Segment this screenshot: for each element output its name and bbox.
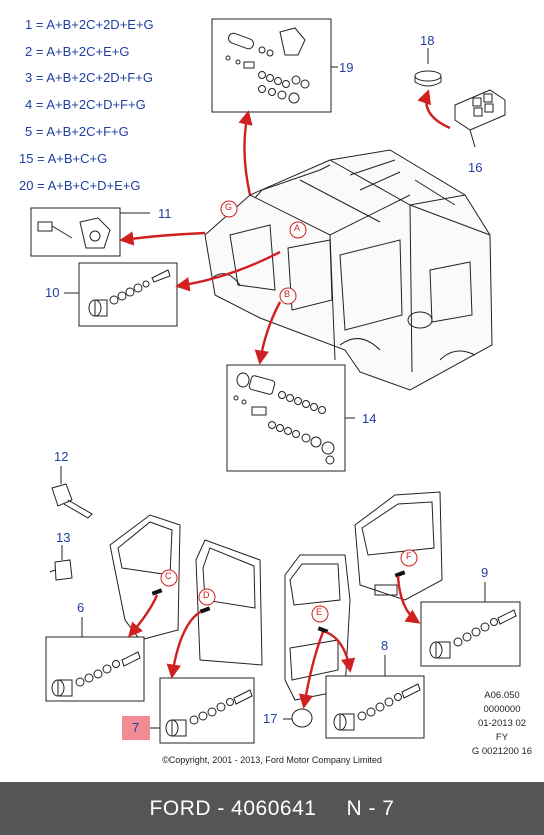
callout-7: 7 bbox=[132, 720, 140, 735]
callout-12: 12 bbox=[54, 449, 69, 464]
legend-row-4: 4 = A+B+2C+D+F+G bbox=[25, 97, 146, 112]
cap-17 bbox=[283, 708, 313, 728]
ref-line-3: 01-2013 02 bbox=[477, 718, 527, 729]
kit-7-box bbox=[150, 677, 255, 744]
kit-11-box bbox=[30, 207, 150, 257]
legend-row-15: 15 = A+B+C+G bbox=[19, 151, 108, 166]
ref-line-1: A06.050 bbox=[484, 690, 520, 701]
legend-formula: A+B+2C+F+G bbox=[46, 124, 129, 139]
ref-line-2: 0000000 bbox=[483, 704, 521, 715]
kit-6-box bbox=[45, 617, 145, 702]
legend-row-1: 1 = A+B+2C+2D+E+G bbox=[25, 17, 154, 32]
ref-line-5: G 0021200 16 bbox=[471, 746, 533, 757]
legend-row-5: 5 = A+B+2C+F+G bbox=[25, 124, 129, 139]
callout-16: 16 bbox=[468, 160, 483, 175]
legend-row-2: 2 = A+B+2C+E+G bbox=[25, 44, 130, 59]
van-illustration bbox=[204, 149, 493, 391]
kit-14-box bbox=[226, 364, 355, 472]
ref-line-4: FY bbox=[495, 732, 509, 743]
marker-g: G bbox=[225, 202, 233, 212]
door-panels bbox=[109, 491, 443, 701]
location-markers-doors bbox=[160, 549, 418, 623]
callout-14: 14 bbox=[362, 411, 377, 426]
marker-f: F bbox=[406, 551, 412, 561]
marker-a: A bbox=[294, 223, 301, 233]
marker-c: C bbox=[165, 571, 172, 581]
marker-e: E bbox=[316, 607, 323, 617]
marker-b: B bbox=[284, 289, 291, 299]
legend-key: 1 bbox=[25, 17, 33, 32]
red-arrows bbox=[119, 89, 451, 709]
legend-key: 20 bbox=[19, 178, 34, 193]
legend-key: 2 bbox=[25, 44, 33, 59]
part-number-label: FORD - 4060641 bbox=[149, 796, 317, 820]
remote-key-16 bbox=[454, 89, 506, 148]
legend-key: 3 bbox=[25, 70, 33, 85]
kit-9-box bbox=[420, 582, 521, 667]
legend-key: 15 bbox=[19, 151, 34, 166]
legend-row-3: 3 = A+B+2C+2D+F+G bbox=[25, 70, 153, 85]
highlight-7 bbox=[122, 716, 150, 740]
callout-13: 13 bbox=[56, 530, 71, 545]
marker-d: D bbox=[203, 590, 210, 600]
callout-19: 19 bbox=[339, 60, 354, 75]
key-12 bbox=[51, 466, 93, 519]
legend-formula: A+B+2C+2D+F+G bbox=[46, 70, 153, 85]
legend-formula: A+B+2C+D+F+G bbox=[46, 97, 146, 112]
callout-6: 6 bbox=[77, 600, 85, 615]
callout-11: 11 bbox=[158, 206, 172, 221]
legend-key: 4 bbox=[25, 97, 33, 112]
legend-key: 5 bbox=[25, 124, 33, 139]
legend-formula: A+B+C+D+E+G bbox=[47, 178, 141, 193]
callout-18: 18 bbox=[420, 33, 435, 48]
kit-10-box bbox=[64, 262, 178, 327]
callout-17: 17 bbox=[263, 711, 278, 726]
battery-18 bbox=[414, 48, 442, 87]
callout-8: 8 bbox=[381, 638, 389, 653]
legend-formula: A+B+2C+2D+E+G bbox=[46, 17, 154, 32]
page-label: N - 7 bbox=[346, 796, 395, 820]
callout-9: 9 bbox=[481, 565, 489, 580]
footer-bar: FORD - 4060641 N - 7 bbox=[0, 782, 544, 835]
kit-19-box bbox=[211, 18, 338, 113]
door-lock-marks bbox=[151, 570, 406, 634]
callout-10: 10 bbox=[45, 285, 60, 300]
parts-diagram bbox=[30, 18, 521, 744]
legend-formula: A+B+2C+E+G bbox=[46, 44, 130, 59]
legend-row-20: 20 = A+B+C+D+E+G bbox=[19, 178, 141, 193]
copyright-notice: ©Copyright, 2001 - 2013, Ford Motor Comp… bbox=[162, 755, 382, 765]
legend-formula: A+B+C+G bbox=[47, 151, 108, 166]
location-markers-van bbox=[220, 200, 307, 305]
kit-8-box bbox=[325, 655, 425, 739]
part-13 bbox=[49, 545, 73, 581]
